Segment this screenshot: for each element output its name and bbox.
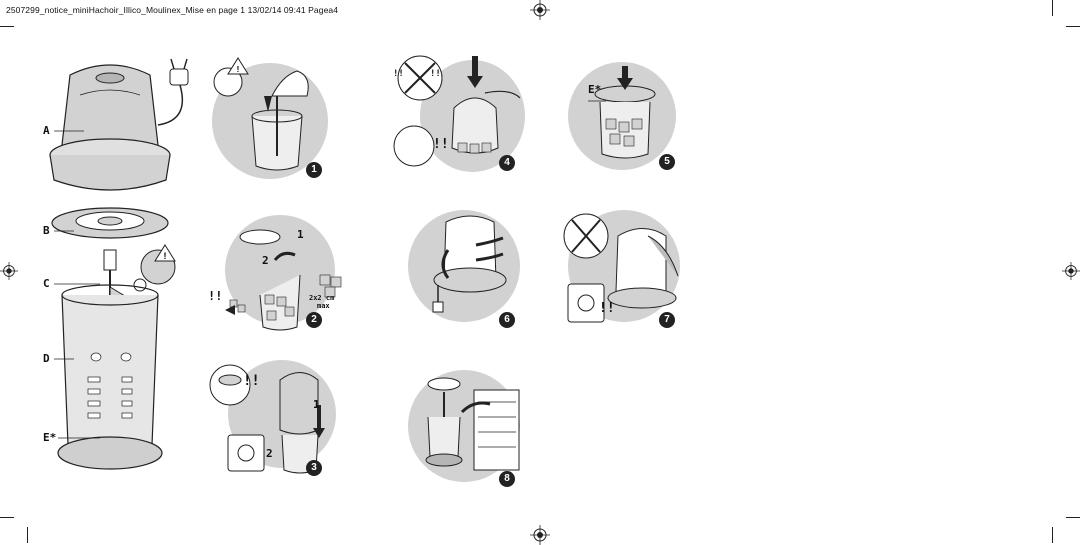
step-3-sub-1: 1 xyxy=(313,398,320,411)
step-number-4: 4 xyxy=(499,155,515,171)
registration-mark-right xyxy=(1062,262,1080,280)
step-7-warning: !! xyxy=(599,301,615,316)
crop-mark xyxy=(0,517,14,518)
crop-mark xyxy=(0,26,14,27)
step-number-2: 2 xyxy=(306,312,322,328)
step-number-3: 3 xyxy=(306,460,322,476)
crop-mark xyxy=(1052,527,1053,543)
crop-mark xyxy=(27,527,28,543)
svg-text:!: ! xyxy=(237,65,240,74)
step-2-sub-1: 1 xyxy=(297,228,304,241)
step-4-warning-a: !! xyxy=(393,69,404,79)
step-5-drawing xyxy=(588,66,656,159)
crop-mark xyxy=(1052,0,1053,16)
part-label-c: C xyxy=(43,277,50,290)
step-number-6: 6 xyxy=(499,312,515,328)
svg-text:!: ! xyxy=(164,251,167,261)
crop-mark xyxy=(1066,26,1080,27)
step-3-sub-2: 2 xyxy=(266,447,273,460)
step-2-warning: !! xyxy=(208,289,223,303)
part-label-b: B xyxy=(43,224,50,237)
step-3-drawing xyxy=(209,364,325,474)
step-1-drawing: ! xyxy=(213,57,309,171)
step-3-warning: !! xyxy=(243,373,260,389)
step-4-warning-b: !! xyxy=(430,69,441,79)
step-5-e-label: E* xyxy=(588,83,602,96)
part-label-a: A xyxy=(43,124,50,137)
part-label-e: E* xyxy=(43,431,57,444)
part-label-d: D xyxy=(43,352,50,365)
step-4-warning-c: !! xyxy=(433,137,449,152)
step-7-drawing xyxy=(563,213,679,323)
step-number-5: 5 xyxy=(659,154,675,170)
step-number-7: 7 xyxy=(659,312,675,328)
cube-size-label: 2x2 cm xyxy=(309,294,335,302)
registration-mark-left xyxy=(0,262,18,280)
exploded-product-illustration: ! xyxy=(49,58,189,470)
step-number-1: 1 xyxy=(306,162,322,178)
registration-mark-top xyxy=(530,0,550,20)
step-6-drawing xyxy=(432,215,507,313)
page-header: 2507299_notice_miniHachoir_Illico_Moulin… xyxy=(6,5,339,15)
step-8-drawing xyxy=(425,377,520,471)
cube-max-label: max xyxy=(317,302,330,310)
step-2-sub-2: 2 xyxy=(262,254,269,267)
step-4-drawing xyxy=(393,55,521,167)
step-number-8: 8 xyxy=(499,471,515,487)
crop-mark xyxy=(1066,517,1080,518)
registration-mark-bottom xyxy=(530,525,550,545)
step-2-drawing xyxy=(225,229,342,331)
